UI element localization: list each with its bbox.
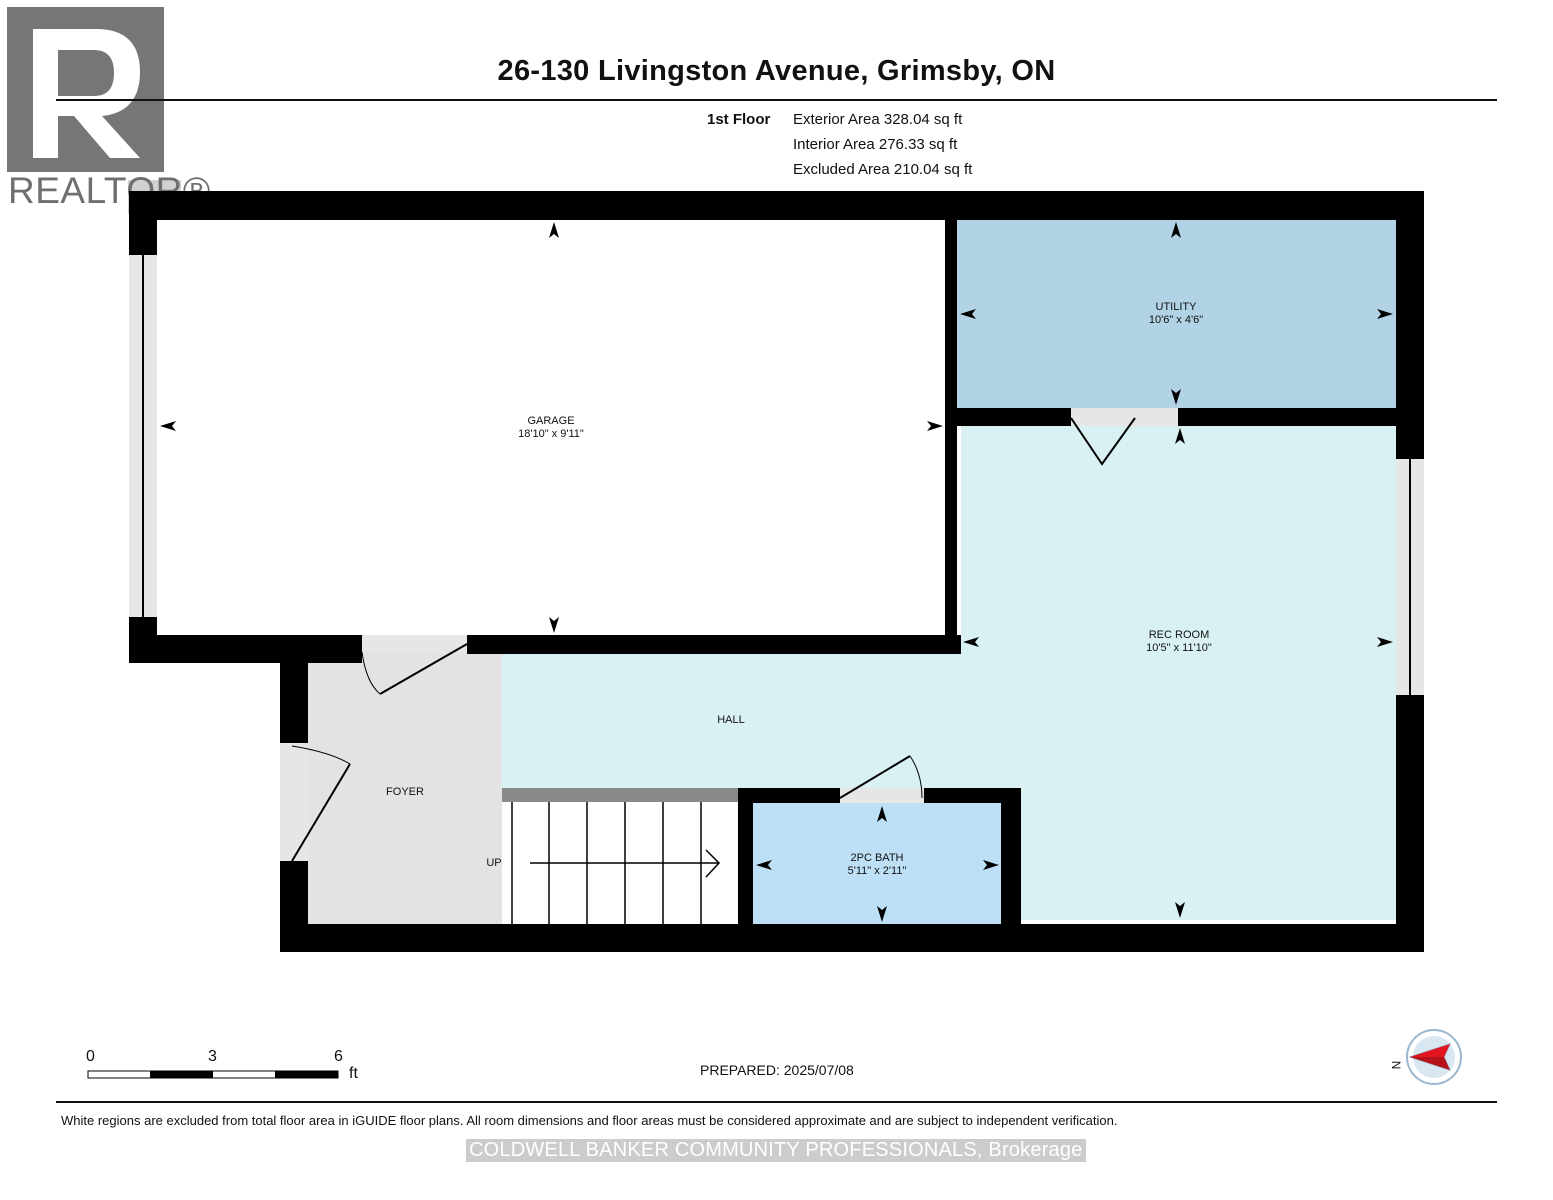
scale-tick-6: 6 bbox=[334, 1048, 343, 1065]
stairs-up-label: UP bbox=[486, 857, 502, 869]
excluded-area: Excluded Area 210.04 sq ft bbox=[793, 161, 973, 178]
interior-area: Interior Area 276.33 sq ft bbox=[793, 136, 958, 153]
rec-room-name: REC ROOM bbox=[1148, 629, 1210, 641]
hall-fill bbox=[502, 654, 961, 790]
dimension-arrows bbox=[160, 222, 1393, 922]
area-summary: Exterior Area 328.04 sq ft Interior Area… bbox=[793, 107, 972, 182]
hall-label: HALL bbox=[717, 714, 745, 726]
bath-fill bbox=[753, 803, 1001, 924]
utility-label: UTILITY 10'6" x 4'6" bbox=[1149, 301, 1203, 327]
exterior-area: Exterior Area 328.04 sq ft bbox=[793, 111, 963, 128]
disclaimer: White regions are excluded from total fl… bbox=[61, 1113, 1118, 1128]
rec-room-fill bbox=[961, 426, 1396, 920]
stairs bbox=[502, 788, 738, 924]
brokerage-watermark: COLDWELL BANKER COMMUNITY PROFESSIONALS,… bbox=[466, 1139, 1086, 1162]
scale-tick-3: 3 bbox=[208, 1048, 217, 1065]
walls bbox=[129, 191, 1424, 952]
prepared-date: PREPARED: 2025/07/08 bbox=[700, 1062, 854, 1078]
scale-tick-0: 0 bbox=[86, 1048, 95, 1065]
doors bbox=[280, 408, 1178, 862]
windows bbox=[129, 255, 1424, 695]
bath-dims: 5'11" x 2'11" bbox=[847, 865, 907, 877]
rec-room-dims: 10'5" x 11'10" bbox=[1146, 642, 1212, 654]
scale-unit: ft bbox=[349, 1065, 358, 1082]
utility-room-fill bbox=[957, 219, 1396, 408]
bath-name: 2PC BATH bbox=[850, 852, 904, 864]
floor-label: 1st Floor bbox=[707, 111, 771, 128]
foyer-label: FOYER bbox=[386, 786, 424, 798]
garage-name: GARAGE bbox=[527, 415, 575, 427]
foyer-fill bbox=[308, 654, 502, 924]
scale-bar bbox=[87, 1070, 339, 1079]
garage-dims: 18'10" x 9'11" bbox=[518, 428, 584, 440]
page-title: 26-130 Livingston Avenue, Grimsby, ON bbox=[497, 55, 1056, 87]
bath-label: 2PC BATH 5'11" x 2'11" bbox=[848, 852, 907, 878]
garage-label: GARAGE 18'10" x 9'11" bbox=[518, 415, 584, 441]
utility-name: UTILITY bbox=[1155, 301, 1197, 313]
compass-icon bbox=[1406, 1029, 1462, 1085]
rec-room-label: REC ROOM 10'5" x 11'10" bbox=[1146, 629, 1212, 655]
utility-dims: 10'6" x 4'6" bbox=[1148, 314, 1204, 326]
title-rule bbox=[56, 99, 1497, 101]
compass-north-label: N bbox=[1389, 1060, 1404, 1070]
